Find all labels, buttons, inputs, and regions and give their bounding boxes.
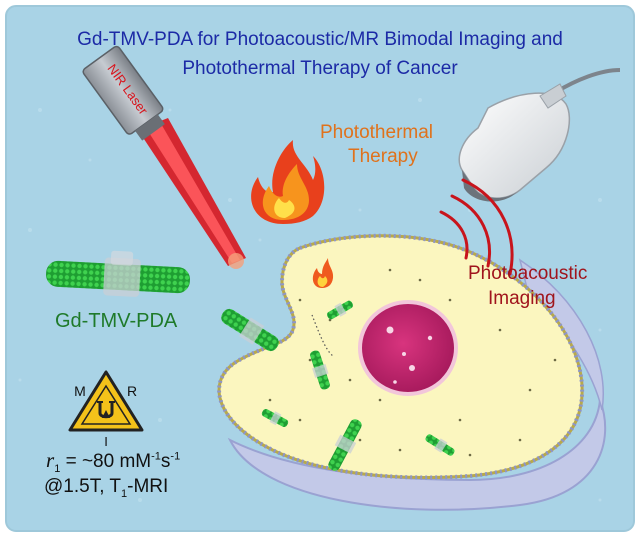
title-line-1: Gd-TMV-PDA for Photoacoustic/MR Bimodal … [77, 29, 563, 50]
gd-tmv-pda-rod [46, 250, 190, 297]
relaxivity-field: @1.5T, T1-MRI [44, 476, 169, 500]
photoacoustic-label-line-2: Imaging [488, 288, 556, 309]
nucleolus-dots [386, 326, 433, 384]
nanoparticle-label: Gd-TMV-PDA [55, 310, 178, 332]
mri-letter-m: M [74, 383, 86, 399]
flame-icon [251, 140, 325, 224]
photothermal-label-line-1: Photothermal [320, 122, 434, 143]
entry-path [311, 314, 334, 357]
relaxivity-value: r1 = ~80 mM-1s-1 [46, 448, 181, 475]
ultrasound-probe [458, 68, 621, 202]
cell-membrane-dots [217, 233, 585, 480]
acoustic-waves [439, 178, 514, 276]
mri-letter-i: I [104, 434, 108, 449]
nanorods [221, 300, 455, 471]
mri-warning-sign-icon: M R I [68, 370, 144, 449]
photoacoustic-label-line-1: Photoacoustic [468, 263, 588, 284]
relaxivity-symbol: r [46, 448, 55, 472]
small-flame-icon [312, 258, 334, 288]
nucleus [358, 300, 458, 396]
mri-letter-r: R [127, 383, 137, 399]
cytoplasm-dots [268, 268, 557, 457]
nir-laser: NIR Laser [82, 45, 246, 269]
photothermal-label-line-2: Therapy [348, 146, 418, 167]
title-line-2: Photothermal Therapy of Cancer [182, 58, 458, 79]
